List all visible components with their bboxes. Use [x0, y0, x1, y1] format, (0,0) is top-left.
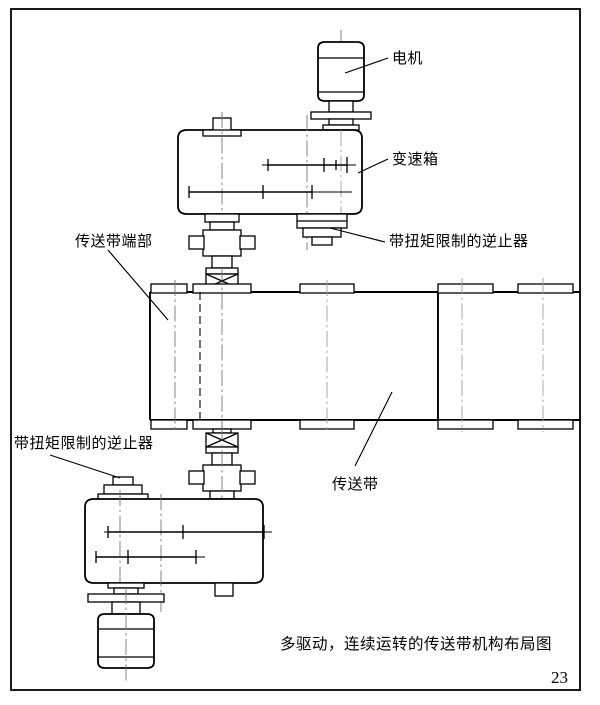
top-motor-assembly: [310, 30, 372, 131]
label-motor: 电机: [392, 49, 424, 67]
bottom-motor-assembly: [87, 582, 165, 682]
label-belt: 传送带: [332, 475, 379, 493]
leader-lines: [49, 57, 393, 479]
bottom-gearbox-assembly: [84, 490, 272, 612]
figure-caption: 多驱动，连续运转的传送带机构布局图: [280, 635, 553, 653]
label-gearbox: 变速箱: [392, 150, 439, 168]
conveyor-belt: [149, 268, 581, 448]
label-belt-end: 传送带端部: [75, 232, 153, 250]
label-backstop-bottom: 带扭矩限制的逆止器: [14, 434, 154, 452]
label-backstop-top: 带扭矩限制的逆止器: [389, 232, 529, 250]
top-gearbox-assembly: [177, 112, 363, 250]
top-coupling-assembly: [188, 213, 256, 293]
page-number: 23: [551, 668, 568, 687]
top-backstop-assembly: [296, 213, 348, 246]
